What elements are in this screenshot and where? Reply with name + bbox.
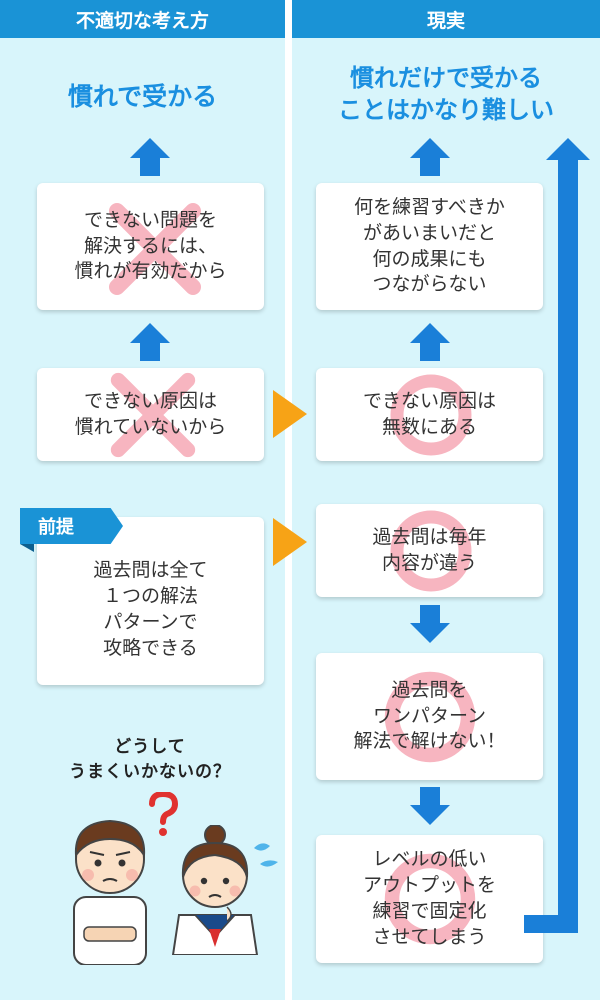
right-column-header: 現実 bbox=[292, 0, 600, 38]
right-box-3: 過去問は毎年 内容が違う bbox=[316, 504, 543, 597]
premise-tag: 前提 bbox=[20, 508, 123, 544]
right-title-line-1: 慣れだけで受かる bbox=[350, 64, 542, 92]
down-arrow-icon bbox=[410, 605, 450, 643]
left-column-header: 不適切な考え方 bbox=[0, 0, 285, 38]
sweat-drops-icon bbox=[254, 843, 278, 867]
speech-line-2: うまくいかないの？ bbox=[69, 761, 231, 782]
right-box-1: 何を練習すべきか があいまいだと 何の成果にも つながらない bbox=[316, 183, 543, 310]
right-box-3-text: 過去問は毎年 内容が違う bbox=[372, 525, 487, 574]
left-box-1-text: できない問題を 解決するには、 慣れが有効だから bbox=[74, 208, 227, 283]
up-arrow-icon bbox=[130, 138, 170, 176]
up-arrow-icon bbox=[130, 323, 170, 361]
right-box-5: レベルの低い アウトプットを 練習で固定化 させてしまう bbox=[316, 835, 543, 963]
boy-student-illustration bbox=[73, 819, 147, 965]
speech-line-1: どうして bbox=[114, 737, 186, 757]
long-return-arrow-icon bbox=[524, 138, 590, 933]
right-box-2-text: できない原因は 無数にある bbox=[362, 389, 496, 438]
girl-student-illustration bbox=[171, 825, 259, 955]
left-box-3: 過去問は全て １つの解法 パターンで 攻略できる bbox=[37, 517, 264, 685]
right-box-4-text: 過去問を ワンパターン 解法で解けない！ bbox=[353, 678, 506, 753]
left-box-3-text: 過去問は全て １つの解法 パターンで 攻略できる bbox=[93, 559, 208, 659]
right-column: 現実 慣れだけで受かる ことはかなり難しい bbox=[292, 0, 600, 1000]
right-chevron-icon bbox=[273, 518, 307, 566]
right-box-4: 過去問を ワンパターン 解法で解けない！ bbox=[316, 653, 543, 780]
right-box-1-text: 何を練習すべきか があいまいだと 何の成果にも つながらない bbox=[354, 195, 505, 296]
right-box-2: できない原因は 無数にある bbox=[316, 368, 543, 461]
left-column-title: 慣れで受かる bbox=[67, 82, 218, 111]
right-column-title: 慣れだけで受かる ことはかなり難しい bbox=[292, 62, 600, 127]
left-box-2-text: できない原因は 慣れていないから bbox=[74, 389, 227, 438]
left-box-2: できない原因は 慣れていないから bbox=[37, 368, 264, 461]
right-chevron-icon bbox=[273, 390, 307, 438]
speech-text: どうして うまくいかないの？ bbox=[40, 735, 260, 784]
up-arrow-icon bbox=[410, 138, 450, 176]
question-mark-icon bbox=[149, 792, 179, 836]
down-arrow-icon bbox=[410, 787, 450, 825]
right-box-5-text: レベルの低い アウトプットを 練習で固定化 させてしまう bbox=[362, 848, 496, 948]
premise-tag-fold bbox=[20, 544, 34, 552]
left-box-1: できない問題を 解決するには、 慣れが有効だから bbox=[37, 183, 264, 310]
up-arrow-icon bbox=[410, 323, 450, 361]
right-title-line-2: ことはかなり難しい bbox=[338, 96, 554, 125]
